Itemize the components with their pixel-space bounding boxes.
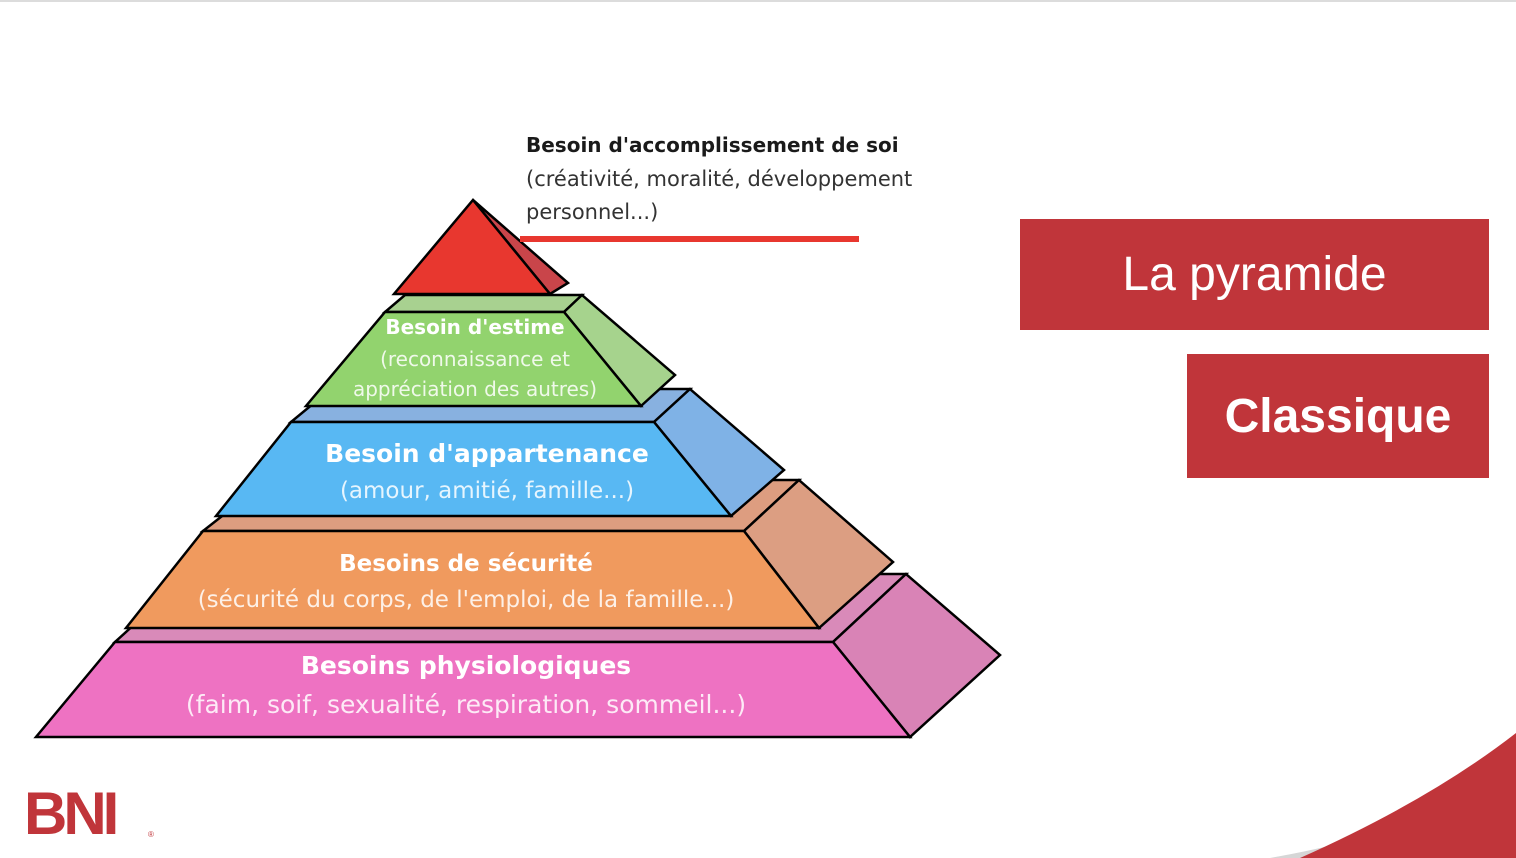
level-physiological-subtitle: (faim, soif, sexualité, respiration, som…	[186, 690, 746, 719]
bni-logo: BNI	[24, 784, 119, 844]
level-top-subtitle-line2: personnel...)	[526, 200, 658, 224]
level-belonging-title: Besoin d'appartenance	[325, 439, 649, 468]
level-physiological-front-face	[33, 640, 913, 739]
pyramid-level-belonging: Besoin d'appartenance (amour, amitié, fa…	[213, 387, 786, 518]
level-security-front-face	[123, 529, 822, 630]
title-box-la-pyramide: La pyramide	[1020, 219, 1489, 330]
level-esteem-title: Besoin d'estime	[385, 315, 564, 339]
top-border	[0, 0, 1516, 2]
title-box-classique: Classique	[1187, 354, 1489, 478]
level-top-connector-line	[520, 236, 859, 242]
title-classique: Classique	[1224, 389, 1452, 443]
title-la-pyramide: La pyramide	[1122, 248, 1387, 301]
pyramid-level-esteem: Besoin d'estime (reconnaissance et appré…	[303, 293, 677, 408]
pyramid-level-self-actualization: Besoin d'accomplissement de soi (créativ…	[391, 133, 912, 296]
level-top-front-face	[391, 198, 553, 296]
level-belonging-subtitle: (amour, amitié, famille...)	[340, 478, 634, 504]
level-security-subtitle: (sécurité du corps, de l'emploi, de la f…	[198, 587, 735, 613]
level-top-subtitle-line1: (créativité, moralité, développement	[526, 167, 912, 191]
corner-red-swoosh	[1300, 733, 1516, 858]
level-security-title: Besoins de sécurité	[339, 551, 593, 577]
level-top-title: Besoin d'accomplissement de soi	[526, 133, 899, 157]
level-belonging-front-face	[213, 420, 734, 518]
bni-logo-text: BNI	[24, 780, 119, 847]
bni-registered-mark: ®	[148, 830, 154, 839]
level-esteem-subtitle-line1: (reconnaissance et	[380, 347, 570, 371]
level-physiological-title: Besoins physiologiques	[301, 651, 631, 680]
level-esteem-subtitle-line2: appréciation des autres)	[353, 377, 597, 401]
level-esteem-front-face	[303, 310, 644, 408]
